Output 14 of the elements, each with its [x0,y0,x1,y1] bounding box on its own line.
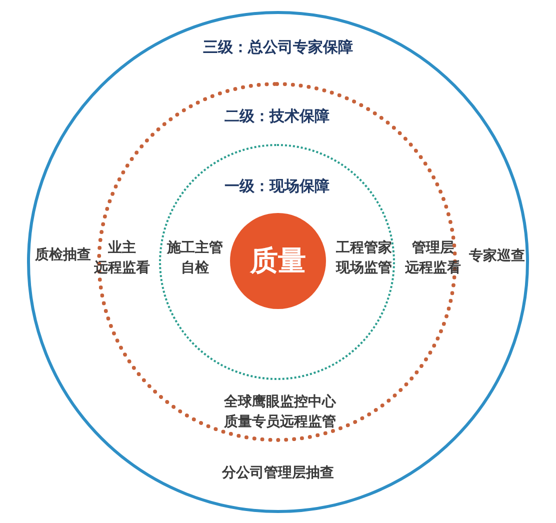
label-text: 业主远程监看 [94,238,150,278]
label-text: 管理层远程监看 [405,239,461,278]
label-text: 专家巡查 [469,246,525,266]
label-text: 工程管家现场监管 [336,238,392,278]
level-heading: 三级：总公司专家保障 [203,38,353,57]
label-text: 分公司管理层抽查 [222,464,334,483]
level-circle [159,144,395,380]
label-text: 质检抽查 [35,246,91,265]
label-text: 施工主管自检 [167,238,223,278]
level-heading: 一级：现场保障 [224,177,330,196]
level-heading: 二级：技术保障 [224,107,330,126]
label-text: 全球鹰眼监控中心质量专员远程监管 [224,392,336,432]
level-circle [27,11,529,513]
core-label: 质量 [250,243,306,279]
